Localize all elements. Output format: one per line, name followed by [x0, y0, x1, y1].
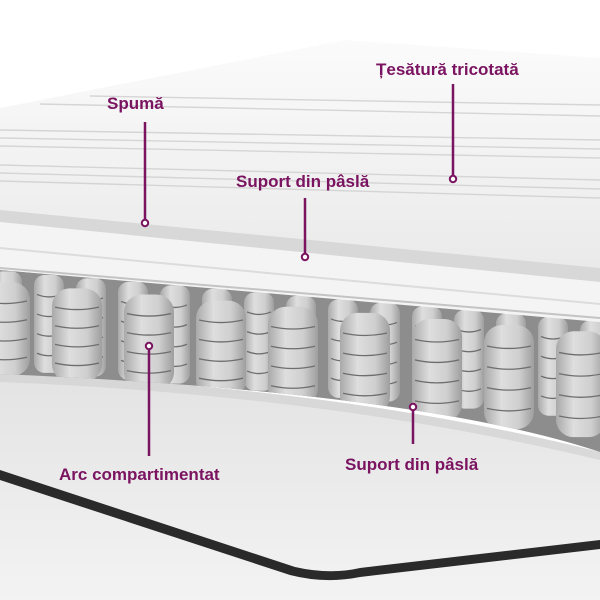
spring-dot [144, 341, 154, 351]
foam-layer [0, 222, 600, 322]
label-spring: Arc compartimentat [59, 465, 220, 484]
pocket-spring [484, 325, 534, 430]
label-felt-top: Suport din pâslă [236, 172, 370, 191]
pocket-spring [412, 319, 462, 422]
fabric-dot [448, 174, 458, 184]
pocket-spring [556, 331, 600, 438]
cover-shadow-edge [0, 210, 600, 282]
pocket-spring [0, 282, 30, 376]
felt-bottom-dot [408, 402, 418, 412]
mattress-top-cover [0, 40, 600, 280]
label-foam: Spumă [107, 94, 164, 113]
label-felt-bottom: Suport din pâslă [345, 455, 479, 474]
pocket-spring [340, 312, 390, 414]
felt-top-dot [300, 252, 310, 262]
foam-dot [140, 218, 150, 228]
label-fabric: Țesătură tricotată [376, 60, 519, 79]
pocket-spring [268, 306, 318, 406]
pocket-spring [52, 288, 102, 382]
pocket-spring [196, 300, 246, 398]
